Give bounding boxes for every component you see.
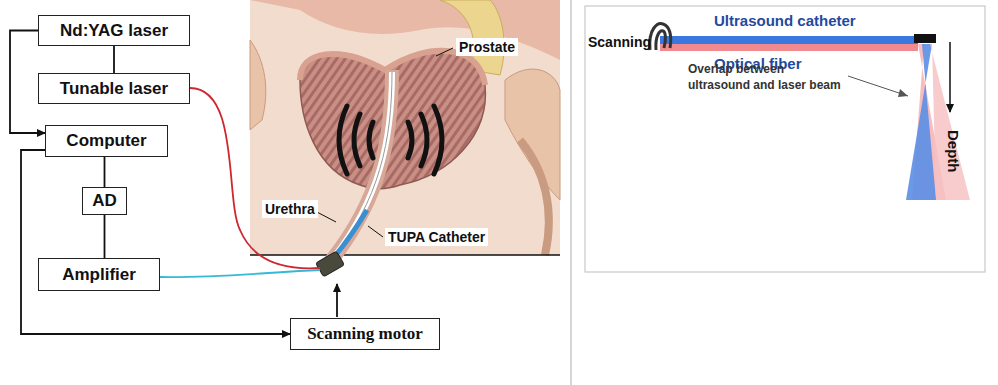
process-box: Nd:YAG laser [38, 15, 190, 46]
drawing-part [650, 24, 671, 50]
probe-schematic [585, 6, 985, 272]
callout-note: Overlap between ultrasound and laser bea… [688, 62, 846, 93]
drawing-part [906, 44, 936, 200]
box-label: Scanning motor [307, 324, 423, 344]
box-label: Computer [66, 131, 146, 151]
drawing-part [520, 140, 549, 255]
organ-label: Prostate [456, 38, 518, 56]
box-label: Amplifier [62, 265, 136, 285]
organ-label: Urethra [262, 200, 318, 218]
drawing-part [250, 0, 560, 255]
box-label: Nd:YAG laser [60, 21, 168, 41]
process-box: Amplifier [38, 258, 160, 291]
drawing-part [250, 254, 560, 256]
panel-divider [570, 0, 572, 385]
drawing-part [369, 122, 373, 158]
laser-fiber [190, 88, 320, 268]
process-box: AD [82, 187, 127, 215]
drawing-part [315, 211, 336, 222]
drawing-part [848, 76, 908, 96]
process-box: Computer [45, 125, 168, 157]
drawing-part [949, 42, 951, 112]
box-label: Tunable laser [60, 79, 168, 99]
drawing-part [330, 70, 392, 262]
part-label: TUPA Catheter [385, 228, 488, 246]
drawing-part [914, 34, 936, 43]
box-label: AD [92, 191, 117, 211]
drawing-part [660, 44, 918, 51]
drawing-part [436, 48, 453, 56]
connector [104, 157, 106, 187]
drawing-part [408, 122, 412, 158]
drawing-part [434, 106, 442, 174]
anatomy-illustration [250, 0, 560, 277]
drawing-part [368, 226, 383, 237]
part-label: Ultrasound catheter [714, 12, 856, 29]
connector [104, 215, 106, 258]
connector [21, 150, 290, 334]
process-box: Tunable laser [38, 73, 190, 104]
signal-cable [160, 270, 320, 277]
drawing-part [330, 72, 392, 262]
drawing-part [421, 114, 427, 166]
axis-label: Depth [945, 130, 962, 173]
drawing-part [250, 0, 560, 60]
motion-label: Scanning [588, 34, 651, 50]
drawing-part [250, 40, 266, 130]
drawing-part [339, 106, 442, 174]
drawing-part [316, 251, 345, 277]
drawing-part [660, 36, 918, 44]
drawing-part [898, 89, 908, 97]
drawing-part [585, 6, 985, 272]
drawing-part [505, 69, 560, 200]
drawing-part [354, 114, 360, 166]
process-box: Scanning motor [290, 318, 440, 350]
motor-arrow [336, 284, 338, 317]
drawing-part [330, 72, 392, 262]
connector [113, 46, 115, 73]
drawing-part [339, 106, 347, 174]
